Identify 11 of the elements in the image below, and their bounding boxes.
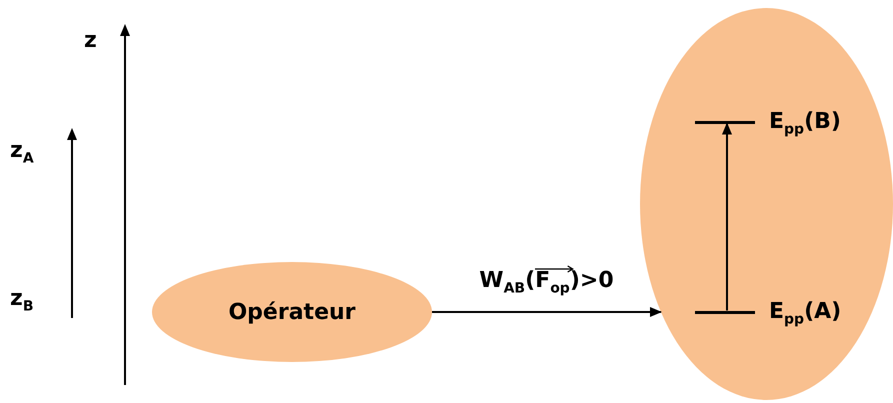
axis-label: z [84, 28, 97, 54]
energy-label: E$_{pp}$(A) [769, 298, 842, 329]
arrow [432, 307, 662, 317]
arrow [722, 122, 732, 310]
ellipse-node: Opérateur [152, 262, 432, 362]
axis-label: z$_{A}$ [10, 138, 34, 168]
energy-level-line [695, 310, 755, 314]
axis-label: z$_{B}$ [10, 286, 34, 316]
edge-label: W$_{AB}$(F$_{op}$)>0 [479, 266, 614, 304]
energy-level-line [695, 120, 755, 124]
energy-label: E$_{pp}$(B) [769, 108, 841, 139]
